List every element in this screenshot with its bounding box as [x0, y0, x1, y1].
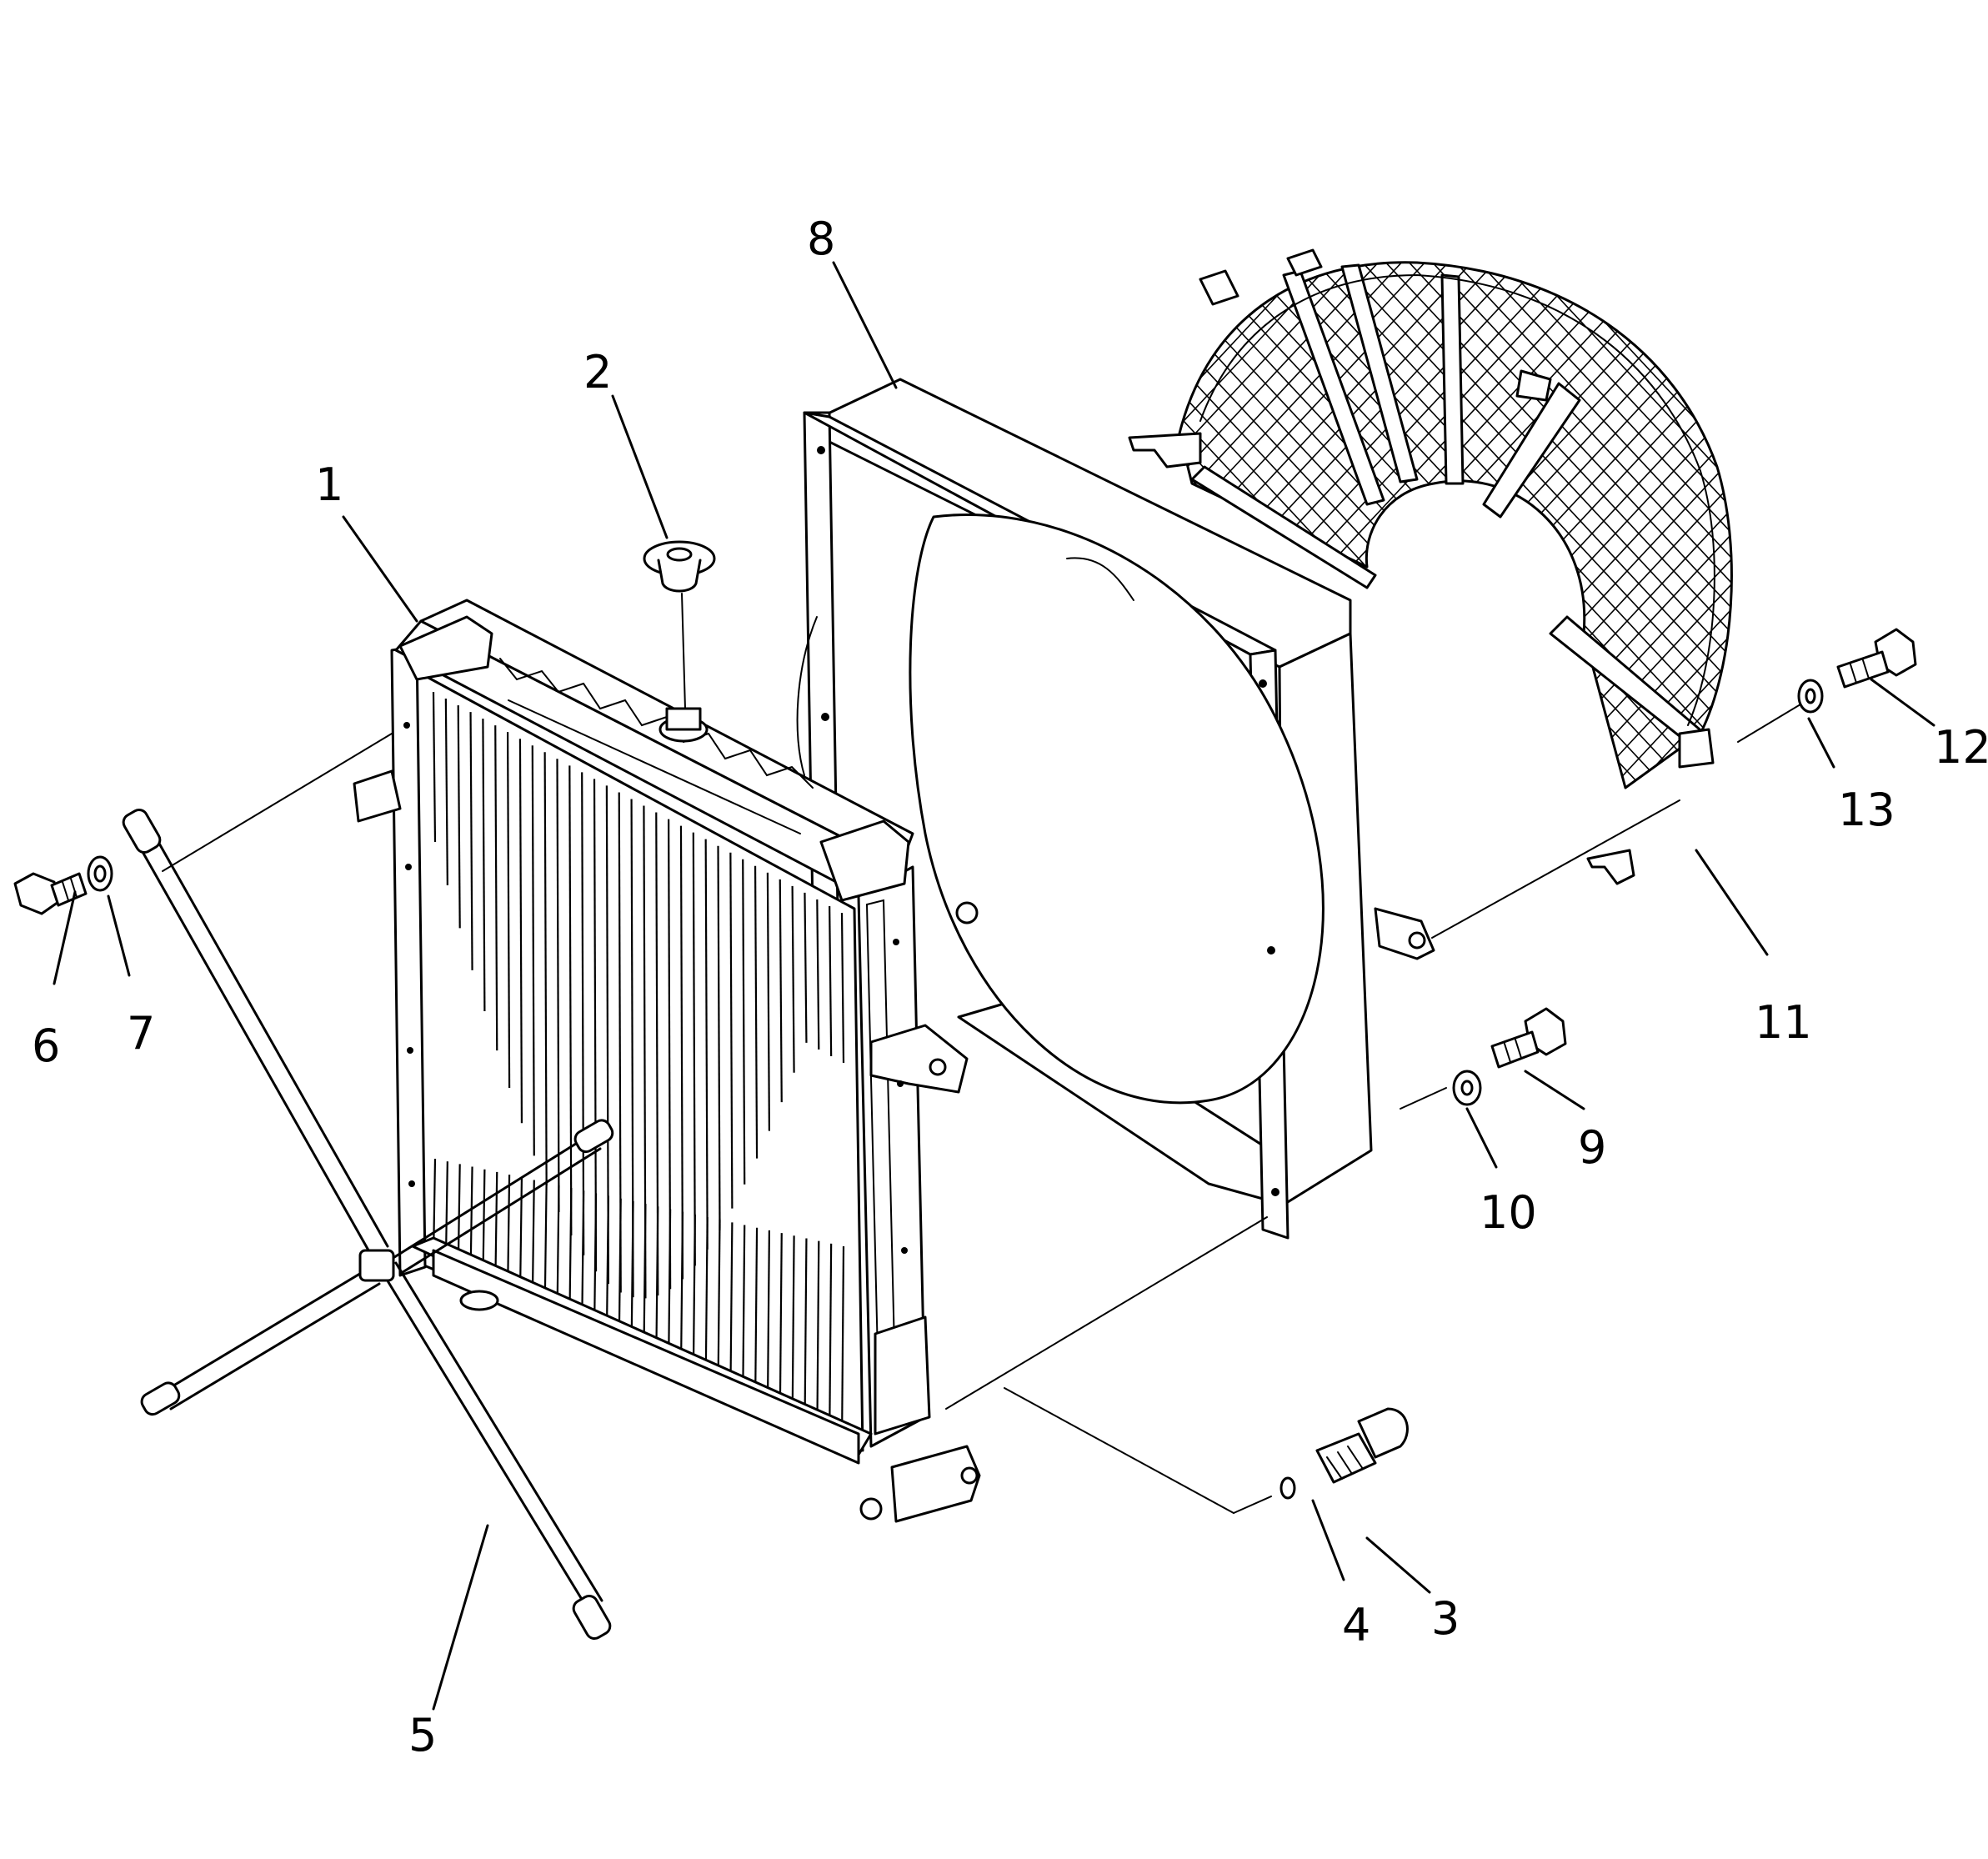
radiator [353, 599, 981, 1523]
leader-lines [53, 261, 1935, 1711]
callout-5: 5 [408, 1709, 437, 1761]
bolt-9 [1490, 1007, 1567, 1069]
washer-10 [1452, 1070, 1482, 1106]
washer-7 [87, 855, 113, 892]
drain-cock-3 [1315, 1407, 1409, 1484]
callout-13: 13 [1838, 784, 1895, 836]
callout-numbers: 1 2 3 4 5 6 7 8 9 10 11 12 13 [32, 213, 1988, 1761]
bolt-6 [13, 872, 88, 915]
callout-7: 7 [127, 1007, 155, 1060]
fan-shroud [796, 378, 1435, 1240]
callout-2: 2 [583, 346, 612, 398]
radiator-cap [643, 540, 716, 709]
callout-1: 1 [315, 458, 343, 511]
o-ring-4 [1279, 1476, 1296, 1500]
callout-12: 12 [1934, 721, 1988, 774]
callout-9: 9 [1578, 1121, 1606, 1174]
stay-rods [122, 809, 614, 1640]
callout-4: 4 [1342, 1599, 1370, 1651]
callout-6: 6 [32, 1020, 60, 1072]
bolt-12 [1836, 628, 1917, 689]
callout-10: 10 [1480, 1186, 1537, 1239]
washer-13 [1797, 679, 1824, 714]
callout-8: 8 [807, 213, 835, 265]
callout-11: 11 [1755, 996, 1812, 1049]
callout-3: 3 [1431, 1592, 1460, 1645]
